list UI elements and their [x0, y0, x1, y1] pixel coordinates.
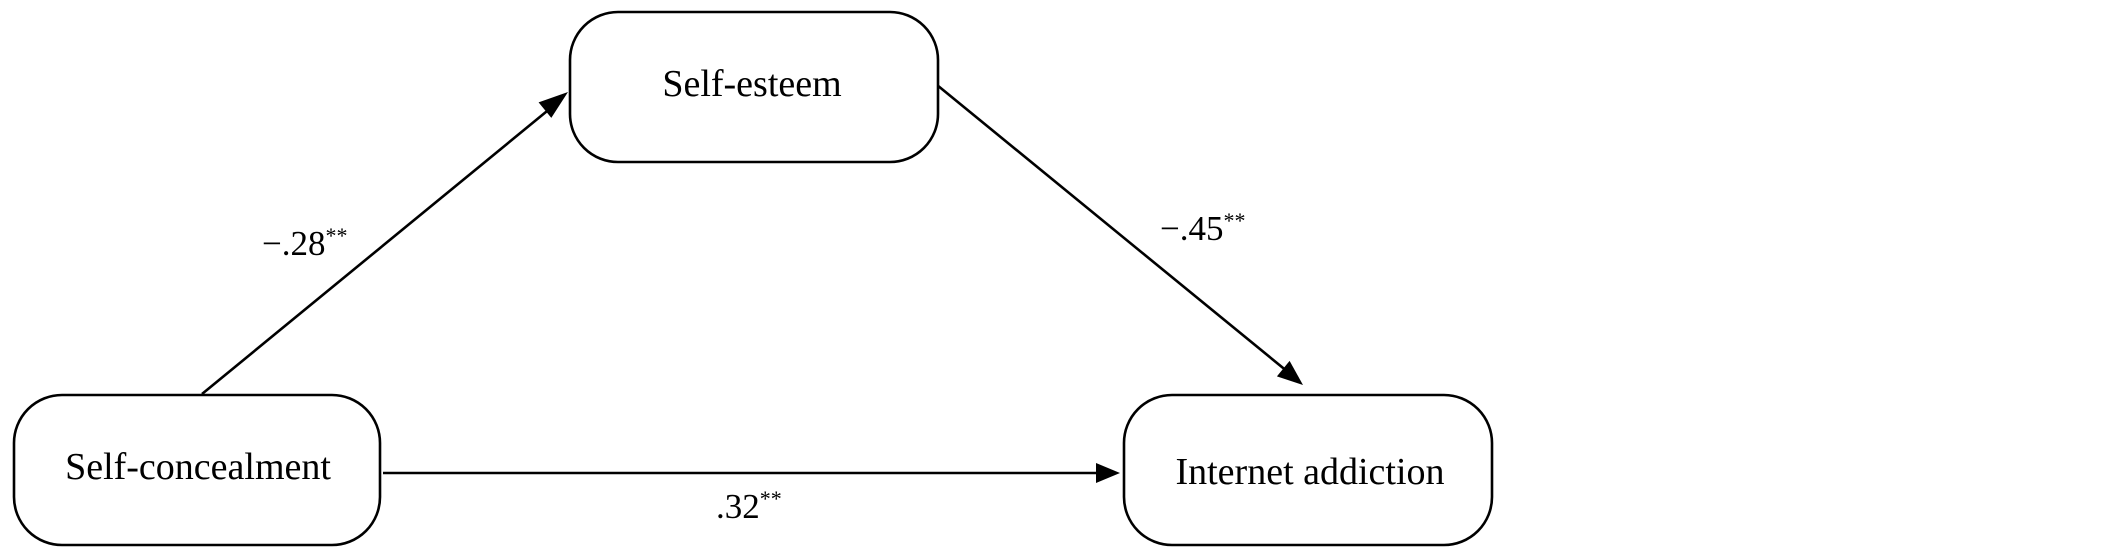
- path-c-coefficient: .32**: [716, 486, 782, 526]
- path-a-significance: **: [326, 223, 348, 248]
- path-a-value: −.28: [262, 224, 326, 263]
- arrowhead-to-internet-addiction: [1276, 360, 1303, 385]
- node-internet-addiction-label: Internet addiction: [1175, 451, 1444, 493]
- path-b-significance: **: [1224, 208, 1246, 233]
- path-c-significance: **: [760, 486, 782, 511]
- edge-self-esteem-to-internet-addiction: [936, 83, 1303, 385]
- path-a-coefficient: −.28**: [262, 223, 348, 263]
- node-self-concealment: Self-concealment: [12, 393, 382, 547]
- edge-self-concealment-to-self-esteem: [201, 92, 568, 396]
- path-b-coefficient: −.45**: [1160, 208, 1246, 248]
- node-self-esteem-label: Self-esteem: [662, 63, 841, 105]
- path-c-value: .32: [716, 487, 760, 526]
- node-internet-addiction: Internet addiction: [1122, 393, 1494, 547]
- edge-self-concealment-to-internet-addiction: [383, 463, 1120, 483]
- arrowhead-direct-to-internet-addiction: [1096, 463, 1120, 483]
- node-self-concealment-label: Self-concealment: [65, 446, 331, 488]
- path-b-value: −.45: [1160, 209, 1224, 248]
- node-self-esteem: Self-esteem: [568, 10, 940, 164]
- arrowhead-to-self-esteem: [538, 92, 568, 118]
